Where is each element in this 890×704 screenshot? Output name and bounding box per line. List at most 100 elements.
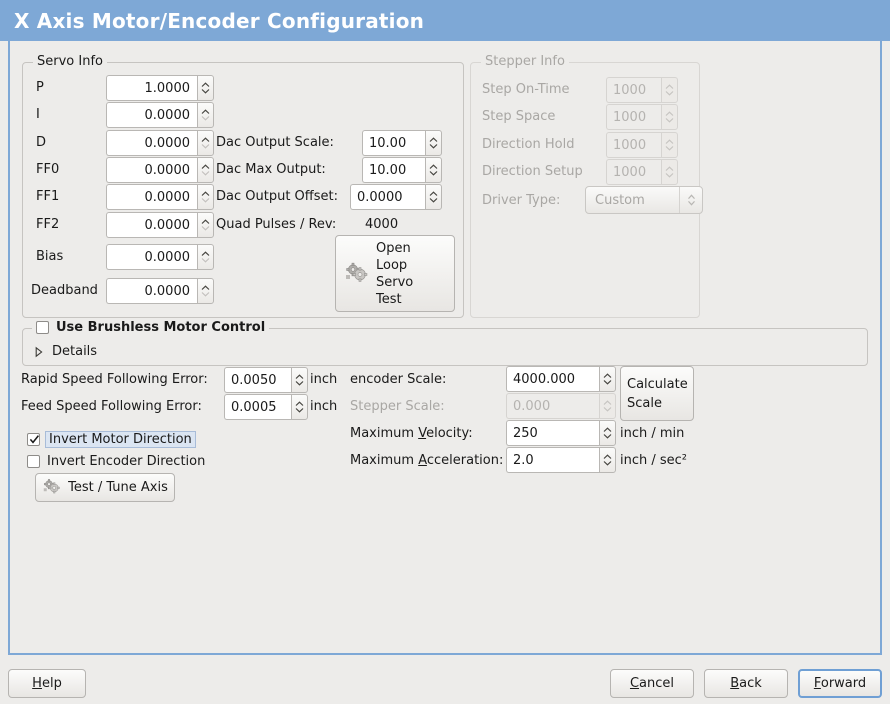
servo-label-ff1: FF1 <box>36 189 60 204</box>
feed-following-error-buttons[interactable] <box>291 394 308 420</box>
spin-up-icon[interactable] <box>201 191 210 197</box>
servo-spin-i-buttons[interactable] <box>197 102 214 128</box>
servo-spin-p-value[interactable]: 1.0000 <box>106 75 197 101</box>
max-velocity-buttons[interactable] <box>599 420 616 446</box>
max-acceleration-value[interactable]: 2.0 <box>506 447 599 473</box>
servo-spin-bias[interactable]: 0.0000 <box>106 244 214 270</box>
servo-spin-i[interactable]: 0.0000 <box>106 102 214 128</box>
checkbox-box[interactable] <box>27 455 40 468</box>
spin-down-icon[interactable] <box>295 380 304 386</box>
rapid-following-error-value[interactable]: 0.0050 <box>224 367 291 393</box>
dac-output-scale-spin[interactable]: 10.00 <box>362 130 442 156</box>
forward-mnemonic: F <box>813 676 821 691</box>
rapid-following-error-buttons[interactable] <box>291 367 308 393</box>
servo-spin-deadband[interactable]: 0.0000 <box>106 278 214 304</box>
spin-up-icon[interactable] <box>429 191 438 197</box>
servo-spin-ff0[interactable]: 0.0000 <box>106 157 214 183</box>
servo-spin-p-buttons[interactable] <box>197 75 214 101</box>
dac-max-output-buttons[interactable] <box>425 157 442 183</box>
help-button[interactable]: Help <box>8 669 86 698</box>
dac-output-offset-buttons[interactable] <box>425 184 442 210</box>
invert-motor-direction-checkbox[interactable]: Invert Motor Direction <box>27 431 196 448</box>
servo-spin-ff2-buttons[interactable] <box>197 212 214 238</box>
spin-down-icon[interactable] <box>295 407 304 413</box>
spin-up-icon[interactable] <box>201 285 210 291</box>
servo-spin-d-buttons[interactable] <box>197 130 214 156</box>
feed-following-error-unit: inch <box>310 399 338 414</box>
encoder-scale-buttons[interactable] <box>599 366 616 392</box>
stepper-info-frame: Stepper Info <box>470 54 700 318</box>
test-tune-axis-label: Test / Tune Axis <box>68 480 168 495</box>
servo-spin-ff1[interactable]: 0.0000 <box>106 184 214 210</box>
max-acceleration-buttons[interactable] <box>599 447 616 473</box>
dac-output-scale-buttons[interactable] <box>425 130 442 156</box>
servo-spin-ff0-buttons[interactable] <box>197 157 214 183</box>
spin-up-icon[interactable] <box>201 82 210 88</box>
spin-up-icon[interactable] <box>201 137 210 143</box>
dac-output-offset-value[interactable]: 0.0000 <box>350 184 425 210</box>
servo-spin-ff2-value[interactable]: 0.0000 <box>106 212 197 238</box>
servo-spin-ff0-value[interactable]: 0.0000 <box>106 157 197 183</box>
spin-up-icon[interactable] <box>429 137 438 143</box>
spin-down-icon[interactable] <box>429 197 438 203</box>
test-tune-axis-button[interactable]: Test / Tune Axis <box>35 473 175 502</box>
servo-spin-bias-value[interactable]: 0.0000 <box>106 244 197 270</box>
servo-spin-p[interactable]: 1.0000 <box>106 75 214 101</box>
servo-spin-deadband-value[interactable]: 0.0000 <box>106 278 197 304</box>
feed-following-error-value[interactable]: 0.0005 <box>224 394 291 420</box>
servo-spin-bias-buttons[interactable] <box>197 244 214 270</box>
rapid-following-error-spin[interactable]: 0.0050 <box>224 367 308 393</box>
dac-output-offset-spin[interactable]: 0.0000 <box>350 184 442 210</box>
invert-encoder-direction-checkbox[interactable]: Invert Encoder Direction <box>27 454 205 469</box>
spin-down-icon[interactable] <box>429 170 438 176</box>
spin-up-icon[interactable] <box>603 454 612 460</box>
calculate-scale-button[interactable]: Calculate Scale <box>620 366 694 421</box>
checkbox-box[interactable] <box>27 433 40 446</box>
max-acceleration-spin[interactable]: 2.0 <box>506 447 616 473</box>
spin-up-icon[interactable] <box>201 219 210 225</box>
servo-spin-d-value[interactable]: 0.0000 <box>106 130 197 156</box>
servo-spin-i-value[interactable]: 0.0000 <box>106 102 197 128</box>
checkbox-box[interactable] <box>36 321 49 334</box>
dac-output-scale-value[interactable]: 10.00 <box>362 130 425 156</box>
open-loop-servo-test-button[interactable]: Open Loop Servo Test <box>335 235 455 312</box>
details-expander[interactable]: Details <box>34 344 97 359</box>
spin-up-icon[interactable] <box>429 164 438 170</box>
use-brushless-checkbox[interactable]: Use Brushless Motor Control <box>32 320 270 335</box>
direction-setup-buttons <box>661 159 678 185</box>
direction-hold-spin: 1000 <box>606 132 678 158</box>
servo-spin-deadband-buttons[interactable] <box>197 278 214 304</box>
spin-up-icon <box>665 84 674 90</box>
encoder-scale-spin[interactable]: 4000.000 <box>506 366 616 392</box>
driver-type-combo: Custom <box>585 186 703 214</box>
max-velocity-spin[interactable]: 250 <box>506 420 616 446</box>
forward-post: orward <box>820 676 867 691</box>
spin-down-icon[interactable] <box>603 379 612 385</box>
feed-following-error-spin[interactable]: 0.0005 <box>224 394 308 420</box>
spin-up-icon[interactable] <box>603 427 612 433</box>
spin-up-icon[interactable] <box>295 374 304 380</box>
spin-up-icon[interactable] <box>603 373 612 379</box>
dac-max-output-value[interactable]: 10.00 <box>362 157 425 183</box>
servo-spin-ff1-value[interactable]: 0.0000 <box>106 184 197 210</box>
cancel-button[interactable]: Cancel <box>610 669 694 698</box>
dac-max-output-spin[interactable]: 10.00 <box>362 157 442 183</box>
spin-down-icon[interactable] <box>603 460 612 466</box>
spin-up-icon[interactable] <box>201 109 210 115</box>
back-button[interactable]: Back <box>704 669 788 698</box>
forward-button[interactable]: Forward <box>798 669 882 698</box>
spin-down-icon[interactable] <box>201 88 210 94</box>
servo-spin-ff2[interactable]: 0.0000 <box>106 212 214 238</box>
spin-down-icon[interactable] <box>603 433 612 439</box>
encoder-scale-value[interactable]: 4000.000 <box>506 366 599 392</box>
servo-spin-ff1-buttons[interactable] <box>197 184 214 210</box>
spin-down-icon[interactable] <box>429 143 438 149</box>
max-velocity-value[interactable]: 250 <box>506 420 599 446</box>
spin-up-icon[interactable] <box>201 251 210 257</box>
feed-following-error-label: Feed Speed Following Error: <box>21 399 202 414</box>
spin-up-icon[interactable] <box>201 164 210 170</box>
chevron-right-icon[interactable] <box>34 346 44 358</box>
spin-down-icon[interactable] <box>201 257 210 263</box>
spin-up-icon[interactable] <box>295 401 304 407</box>
servo-spin-d[interactable]: 0.0000 <box>106 130 214 156</box>
